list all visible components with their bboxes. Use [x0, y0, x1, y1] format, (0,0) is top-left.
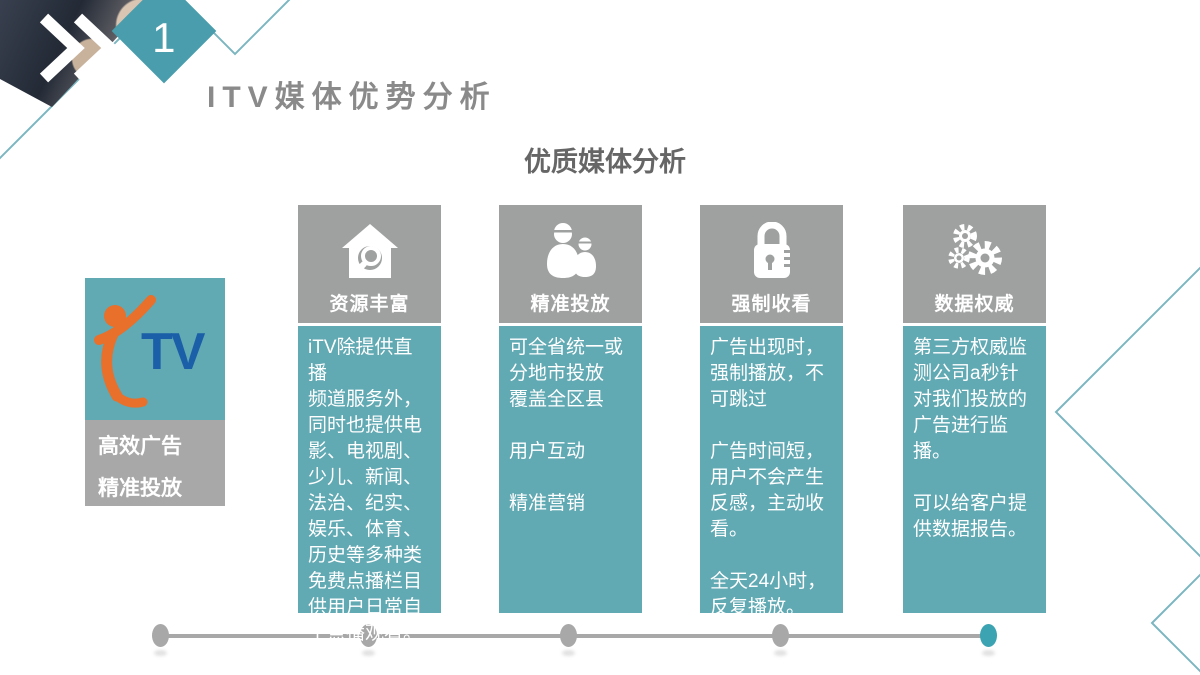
advantage-column-targeting: 精准投放 可全省统一或 分地市投放 覆盖全区县 用户互动 精准营销 [499, 205, 642, 613]
column-header: 精准投放 [499, 205, 642, 323]
column-title: 资源丰富 [329, 294, 410, 315]
advantage-column-forced-view: 强制收看 广告出现时， 强制播放，不 可跳过 广告时间短， 用户不会产生 反感，… [700, 205, 843, 618]
column-body: 广告出现时， 强制播放，不 可跳过 广告时间短， 用户不会产生 反感，主动收 看… [700, 326, 843, 618]
column-title: 数据权威 [934, 294, 1015, 315]
advantage-column-data: 数据权威 第三方权威监 测公司a秒针 对我们投放的 广告进行监播。 可以给客户提… [903, 205, 1046, 613]
advantage-column-resources: 资源丰富 iTV除提供直播 频道服务外， 同时也提供电 影、电视剧、 少儿、新闻… [298, 205, 441, 644]
gears-icon [947, 224, 1002, 275]
house-search-icon [341, 224, 398, 278]
column-title: 强制收看 [731, 294, 812, 315]
slide-title: ITV媒体优势分析 [207, 81, 497, 114]
itv-dancer-icon [94, 295, 156, 408]
lock-icon [753, 222, 790, 278]
column-body: 第三方权威监 测公司a秒针 对我们投放的 广告进行监播。 可以给客户提 供数据报… [903, 326, 1046, 613]
audience-icon [546, 223, 596, 278]
slide-subtitle: 优质媒体分析 [524, 147, 686, 177]
column-body: iTV除提供直播 频道服务外， 同时也提供电 影、电视剧、 少儿、新闻、 法治、… [298, 326, 441, 644]
column-body: 可全省统一或 分地市投放 覆盖全区县 用户互动 精准营销 [499, 326, 642, 613]
itv-logo-text: TV [141, 323, 205, 381]
page-number: 1 [152, 13, 176, 61]
column-header: 资源丰富 [298, 205, 441, 323]
column-header: 强制收看 [700, 205, 843, 323]
column-title: 精准投放 [530, 294, 611, 315]
tagline-line-1: 高效广告 [98, 435, 182, 458]
tagline-line-2: 精准投放 [98, 477, 182, 500]
column-header: 数据权威 [903, 205, 1046, 323]
itv-logo-box: TV [85, 278, 225, 420]
tagline-box: 高效广告 精准投放 [85, 420, 225, 506]
double-chevron-icon [39, 13, 118, 83]
